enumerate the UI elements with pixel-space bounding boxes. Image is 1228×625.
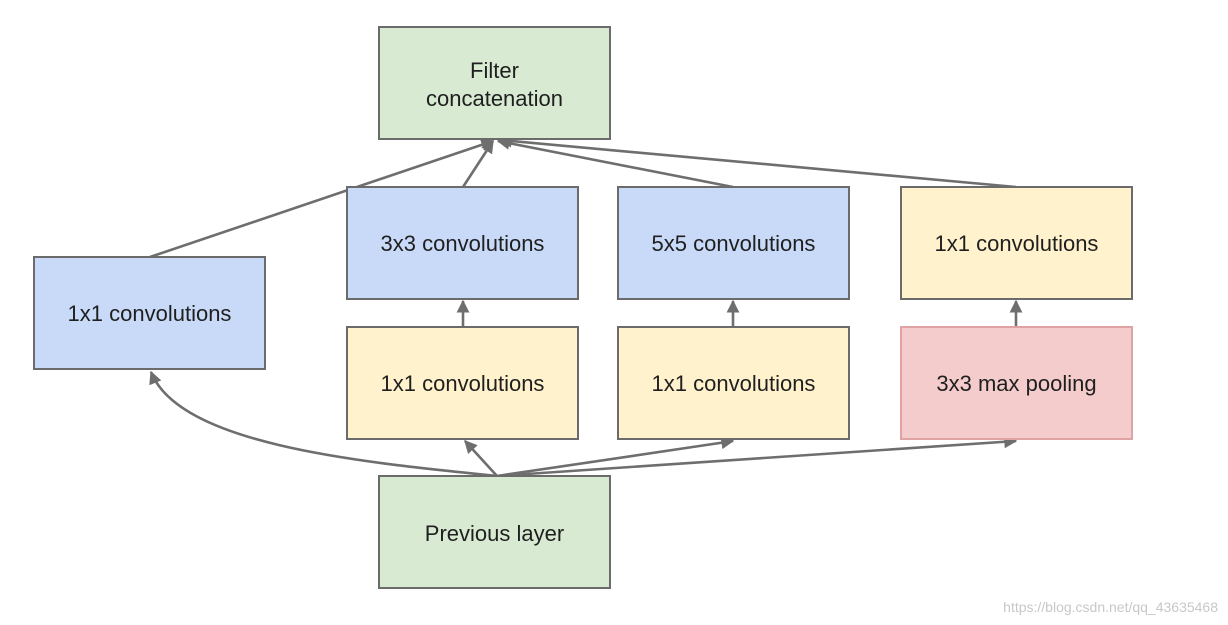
node-reduce-5x5: 1x1 convolutions (617, 326, 850, 440)
conv3x3-box (346, 186, 579, 300)
reduce-5x5-label: 1x1 convolutions (652, 371, 816, 396)
left-1x1-convolutions-label: 1x1 convolutions (68, 301, 232, 326)
maxpool-label: 3x3 max pooling (936, 371, 1096, 396)
node-left-1x1-convolutions: 1x1 convolutions (33, 256, 266, 370)
node-5x5-convolutions: 5x5 convolutions (617, 186, 850, 300)
node-reduce-3x3: 1x1 convolutions (346, 326, 579, 440)
reduce-3x3-box (346, 326, 579, 440)
node-previous-layer: Previous layer (378, 475, 611, 589)
arrow-previous-to-left1x1 (149, 370, 498, 478)
right-1x1-convolutions-box (900, 186, 1133, 300)
arrow-conv3x3-to-concat (461, 139, 495, 188)
node-filter-concatenation: Filter concatenation (378, 26, 611, 140)
arrow-conv5x5-to-concat (496, 136, 734, 189)
conv3x3-label: 3x3 convolutions (381, 231, 545, 256)
filter-concatenation-box (378, 26, 611, 140)
arrow-previous-to-reduce3x3 (464, 440, 498, 477)
arrow-previous-to-reduce5x5 (496, 436, 735, 478)
right-1x1-convolutions-label: 1x1 convolutions (935, 231, 1099, 256)
filter-concatenation-label-line2: concatenation (426, 86, 563, 111)
arrow-right1x1-to-concat (498, 134, 1017, 189)
reduce-3x3-label: 1x1 convolutions (381, 371, 545, 396)
previous-layer-label: Previous layer (425, 521, 564, 546)
conv5x5-label: 5x5 convolutions (652, 231, 816, 256)
node-3x3-max-pooling: 3x3 max pooling (900, 326, 1133, 440)
filter-concatenation-label-line1: Filter (470, 58, 519, 83)
maxpool-box (900, 326, 1133, 440)
edges (149, 134, 1023, 478)
arrow-left1x1-to-concat (149, 138, 495, 259)
node-3x3-convolutions: 3x3 convolutions (346, 186, 579, 300)
arrow-previous-to-maxpool (496, 435, 1018, 478)
node-right-1x1-convolutions: 1x1 convolutions (900, 186, 1133, 300)
previous-layer-box (378, 475, 611, 589)
reduce-5x5-box (617, 326, 850, 440)
left-1x1-convolutions-box (33, 256, 266, 370)
watermark: https://blog.csdn.net/qq_43635468 (1003, 599, 1218, 615)
conv5x5-box (617, 186, 850, 300)
